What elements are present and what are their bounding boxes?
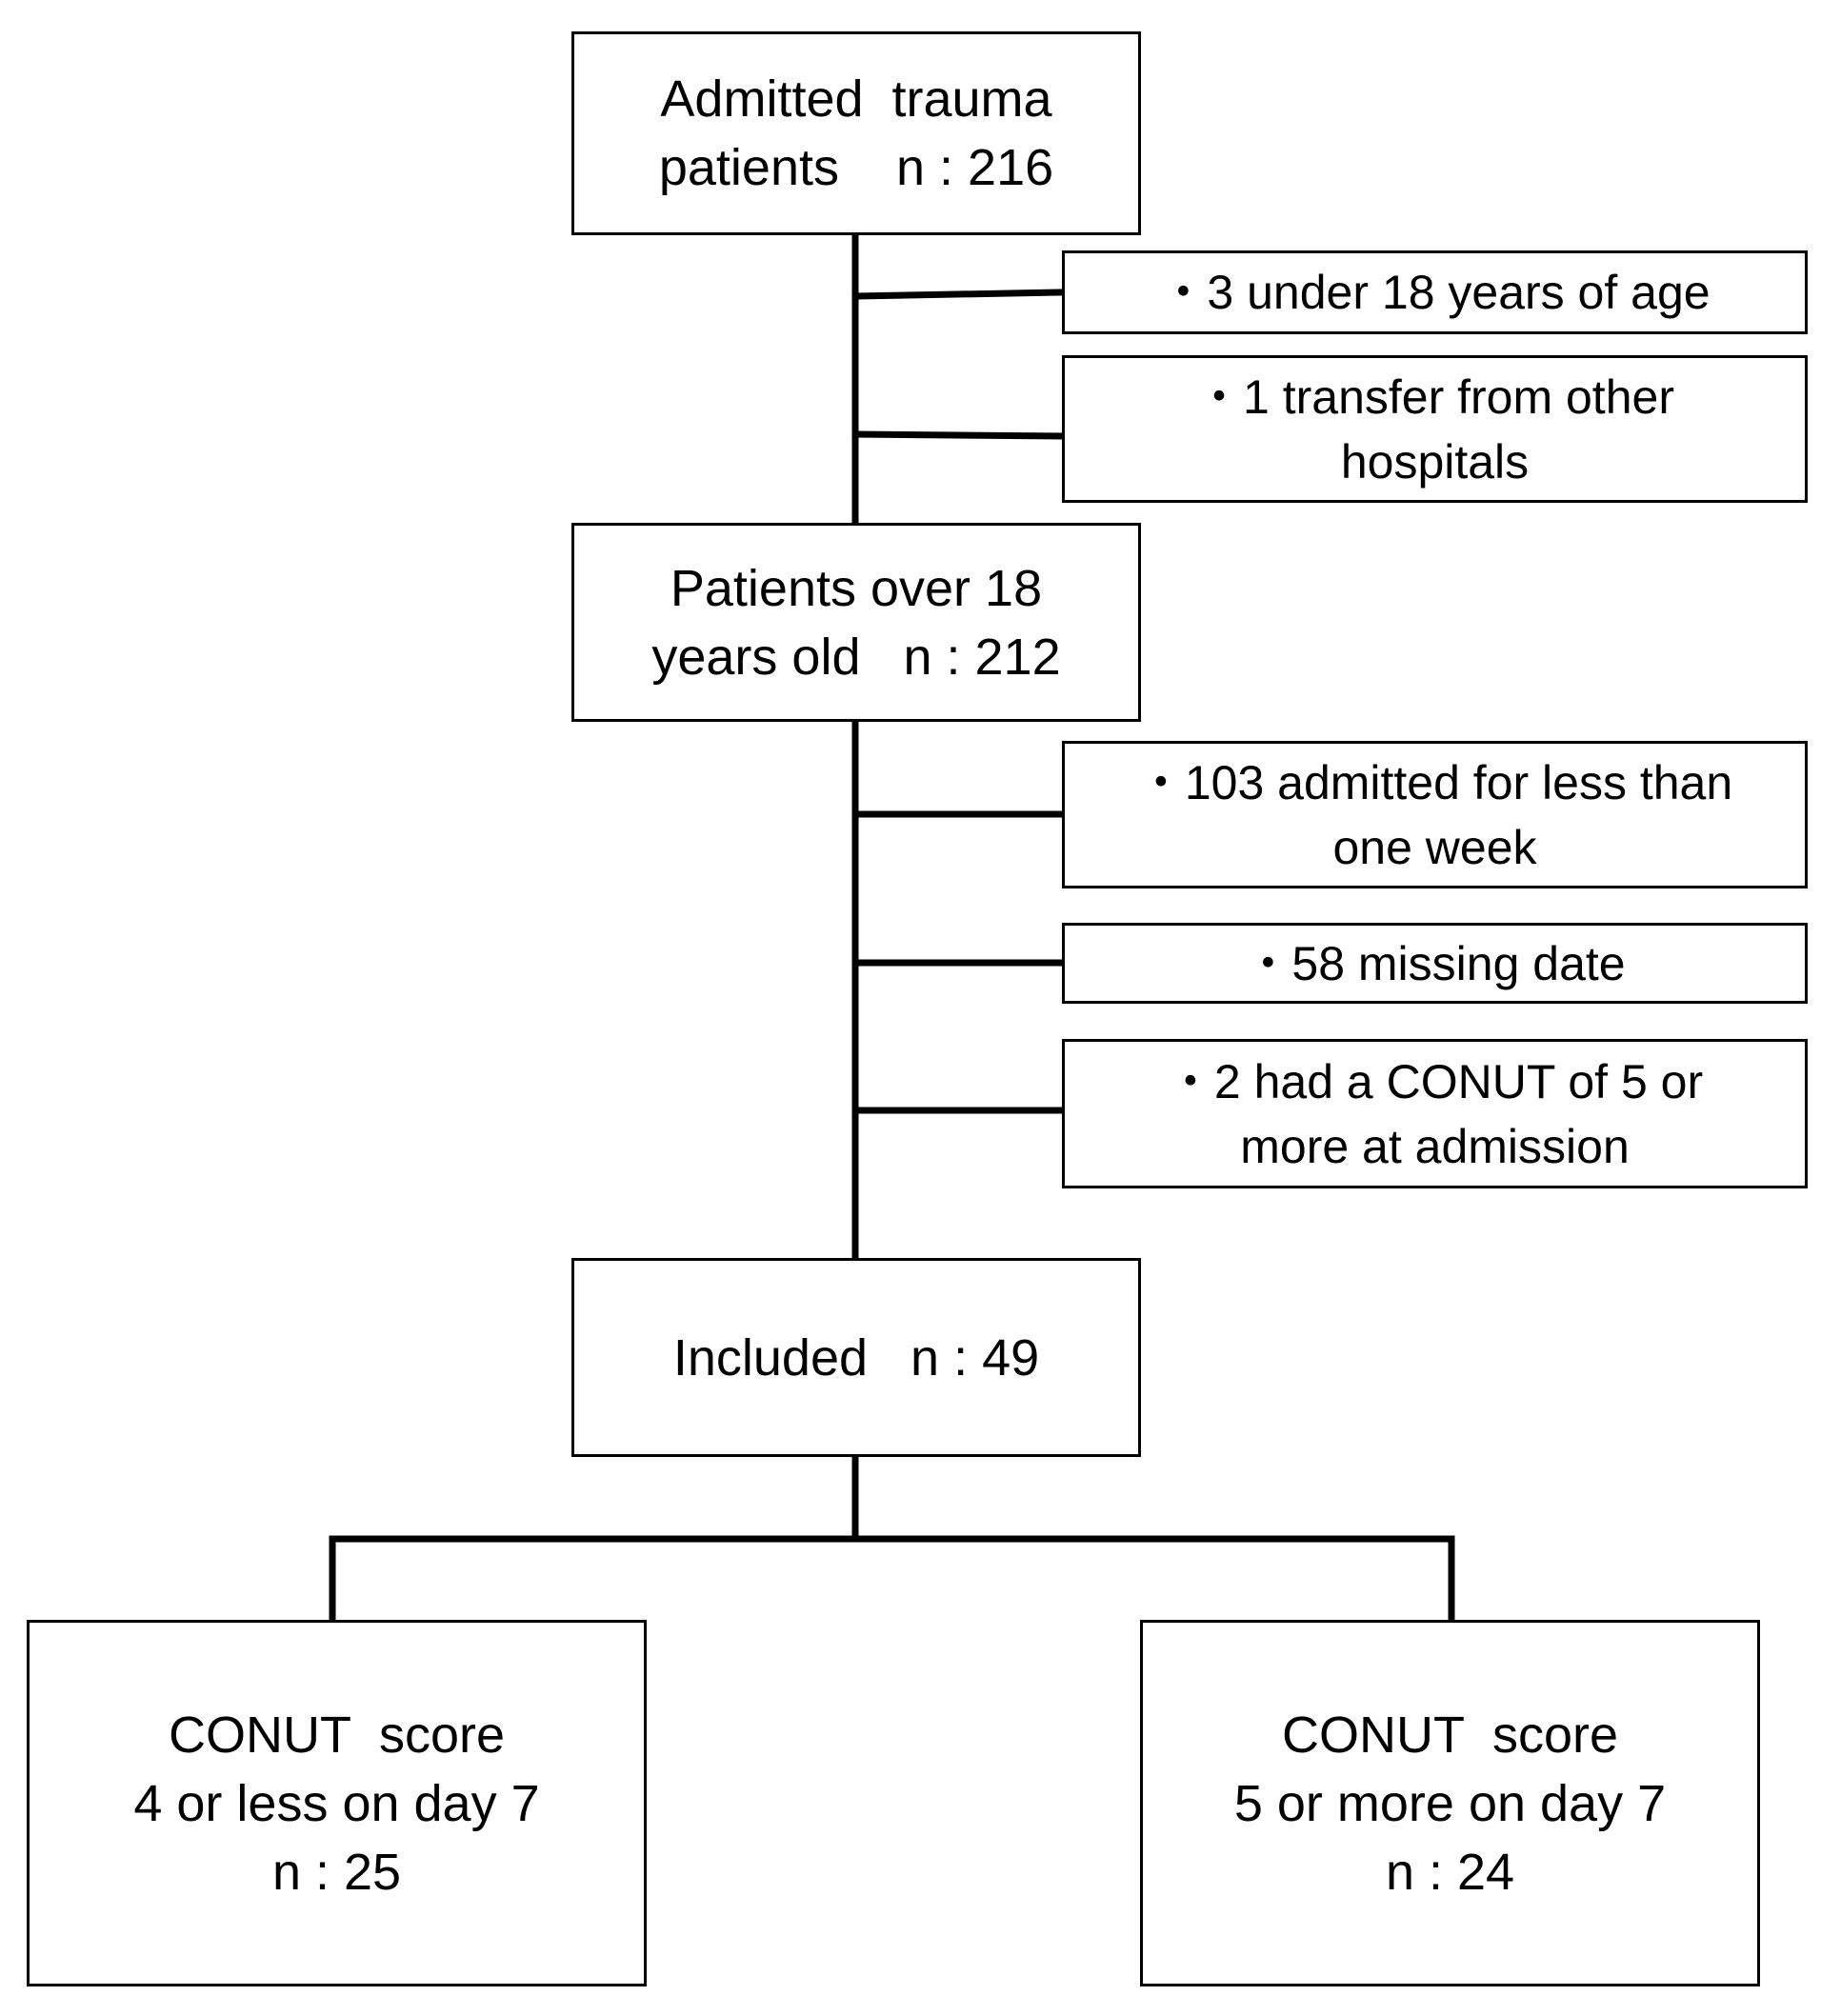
low-group-line-2: 4 or less on day 7 bbox=[133, 1774, 540, 1832]
exclusion-box-under18: ・3 under 18 years of age bbox=[1062, 250, 1808, 334]
admitted-box-line-1: Admitted trauma bbox=[660, 70, 1052, 128]
exclusion-box-lessweek: ・103 admitted for less than one week bbox=[1062, 741, 1808, 888]
conut-low-group-box: CONUT score 4 or less on day 7 n : 25 bbox=[27, 1620, 647, 1986]
high-group-line-3: n : 24 bbox=[1385, 1843, 1515, 1901]
exclusion-lessweek-line-2: one week bbox=[1332, 820, 1537, 874]
included-box-line-1: Included n : 49 bbox=[672, 1328, 1040, 1387]
exclusion-conut5-line-1: ・2 had a CONUT of 5 or bbox=[1166, 1054, 1704, 1108]
branch-line-transfer bbox=[851, 430, 1066, 440]
exclusion-box-conut5: ・2 had a CONUT of 5 or more at admission bbox=[1062, 1039, 1808, 1188]
included-box: Included n : 49 bbox=[571, 1258, 1141, 1457]
high-group-line-1: CONUT score bbox=[1281, 1706, 1619, 1764]
over18-box-line-1: Patients over 18 bbox=[670, 559, 1043, 617]
over18-box-line-2: years old n : 212 bbox=[651, 628, 1061, 686]
exclusion-transfer-line-1: ・1 transfer from other bbox=[1195, 369, 1674, 424]
exclusion-lessweek-line-1: ・103 admitted for less than bbox=[1136, 755, 1733, 809]
admitted-patients-box: Admitted trauma patients n : 216 bbox=[571, 31, 1141, 235]
branch-line-under18 bbox=[851, 289, 1066, 300]
exclusion-missing-line-1: ・58 missing date bbox=[1244, 936, 1626, 990]
exclusion-transfer-line-2: hospitals bbox=[1340, 434, 1530, 489]
exclusion-box-missing: ・58 missing date bbox=[1062, 923, 1808, 1004]
admitted-box-line-2: patients n : 216 bbox=[658, 139, 1054, 196]
low-group-line-1: CONUT score bbox=[168, 1706, 506, 1764]
low-group-line-3: n : 25 bbox=[271, 1843, 402, 1901]
exclusion-box-transfer: ・1 transfer from other hospitals bbox=[1062, 355, 1808, 503]
exclusion-conut5-line-2: more at admission bbox=[1240, 1119, 1630, 1173]
exclusion-under18-line-1: ・3 under 18 years of age bbox=[1159, 266, 1711, 319]
high-group-line-2: 5 or more on day 7 bbox=[1233, 1774, 1667, 1832]
conut-high-group-box: CONUT score 5 or more on day 7 n : 24 bbox=[1140, 1620, 1760, 1986]
over18-patients-box: Patients over 18 years old n : 212 bbox=[571, 523, 1141, 722]
